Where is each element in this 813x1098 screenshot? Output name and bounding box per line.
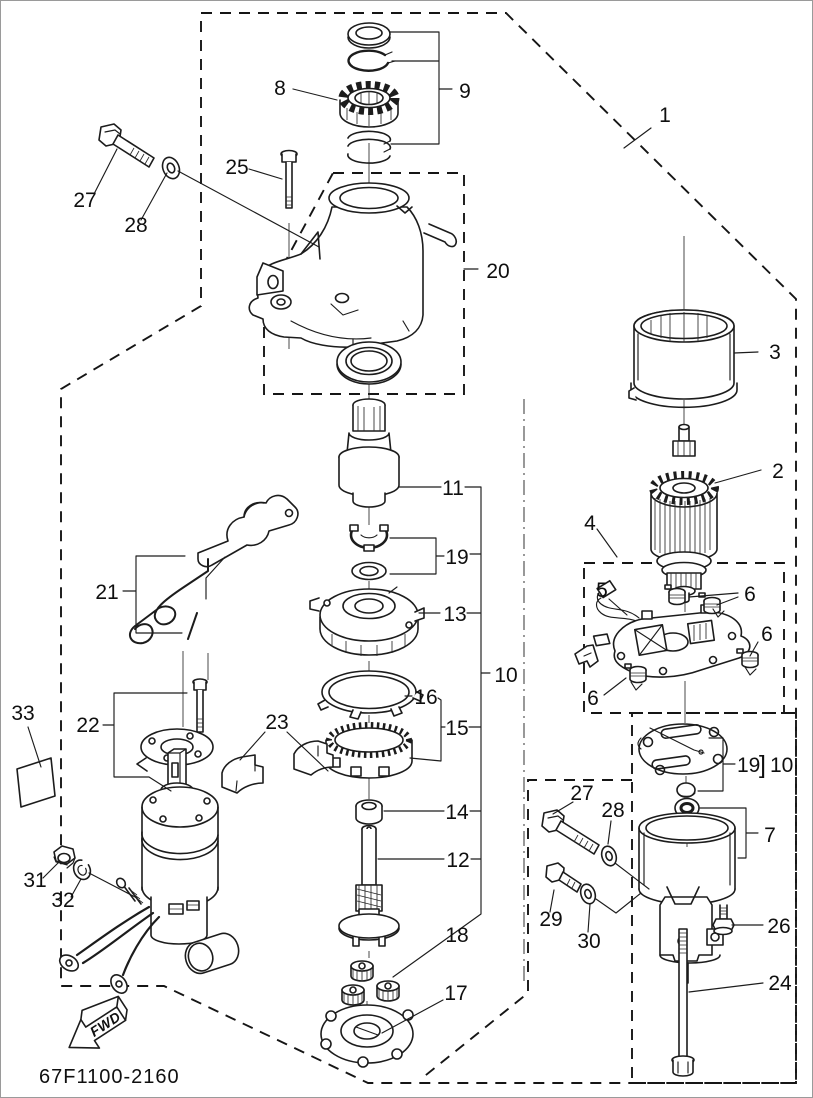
callout-4: 4 <box>584 512 596 535</box>
part-27-bolt-bottom <box>541 809 600 855</box>
callout-1: 1 <box>659 104 671 127</box>
callout-10b: 10 <box>770 754 793 777</box>
callout-14: 14 <box>445 801 469 824</box>
starter-motor-body <box>141 748 219 945</box>
rear-bracket-box <box>631 712 797 1084</box>
part-21-shift-lever <box>197 494 299 600</box>
part-23-wedges <box>221 740 334 794</box>
part-28-washer-bottom <box>600 845 618 867</box>
callout-9: 9 <box>459 80 471 103</box>
callout-13: 13 <box>443 603 466 626</box>
motor-wires <box>58 905 161 994</box>
callout-21: 21 <box>95 581 118 604</box>
callout-25: 25 <box>225 156 248 179</box>
part-27-bolt-top <box>98 123 155 168</box>
callout-labels: 1 2 3 4 5 6 6 6 7 8 9 10 11 12 13 14 15 … <box>11 77 793 1005</box>
part-30-washer <box>579 883 597 905</box>
center-lines <box>176 143 688 1007</box>
callout-3: 3 <box>769 341 781 364</box>
part-20-front-bracket <box>248 182 457 348</box>
part-8-pinion-gear <box>338 81 400 128</box>
drawing-code: 67F1100-2160 <box>39 1066 180 1088</box>
callout-11: 11 <box>442 477 464 500</box>
callout-19: 19 <box>445 546 468 569</box>
callout-31: 31 <box>23 869 46 892</box>
part-15-roller-cage <box>325 722 413 779</box>
callout-24: 24 <box>768 972 792 995</box>
part-31-nut <box>53 845 76 869</box>
part-19-e-clip <box>349 524 389 552</box>
callout-27b: 27 <box>570 782 593 805</box>
part-17-lock-plate <box>320 1004 414 1068</box>
fastener-box-27-30 <box>420 779 632 1080</box>
callout-32: 32 <box>51 889 74 912</box>
part-9-snap-ring <box>347 49 396 72</box>
callout-10: 10 <box>494 664 517 687</box>
part-22-flange-plate <box>136 728 214 772</box>
callout-22: 22 <box>76 714 99 737</box>
callout-6c: 6 <box>587 687 599 710</box>
part-11-drive-assembly <box>338 398 400 508</box>
callout-30: 30 <box>577 930 600 953</box>
part-20-bearing <box>336 341 402 385</box>
callout-bracket: ] <box>759 751 766 779</box>
part-29-bolt <box>545 862 582 893</box>
part-19-10-gasket <box>637 723 728 776</box>
part-25-bolt <box>280 149 298 209</box>
main-assembly-boundary <box>60 12 797 1084</box>
callout-28b: 28 <box>601 799 624 822</box>
part-16-clutch-ring <box>317 670 424 720</box>
callout-27a: 27 <box>73 189 96 212</box>
motor-terminal-stud <box>115 877 144 905</box>
callout-26: 26 <box>767 915 790 938</box>
part-26-bolt <box>712 904 735 936</box>
callout-12: 12 <box>446 849 469 872</box>
callout-20: 20 <box>486 260 509 283</box>
callout-8: 8 <box>274 77 286 100</box>
leader-lines <box>27 31 764 1034</box>
part-9-cap <box>347 22 391 49</box>
callout-23: 23 <box>265 711 288 734</box>
part-9-spring <box>347 130 392 164</box>
callout-17: 17 <box>444 982 467 1005</box>
callout-29: 29 <box>539 908 562 931</box>
part-6-brush-springs <box>624 584 759 691</box>
callout-6b: 6 <box>761 623 773 646</box>
callout-18: 18 <box>445 924 468 947</box>
part-4-brush-holder-plate <box>612 604 751 678</box>
rear-cap-plug <box>676 782 696 798</box>
callout-7: 7 <box>764 824 776 847</box>
part-2-armature <box>649 423 719 604</box>
callout-6a: 6 <box>744 583 756 606</box>
part-33-label-sticker <box>16 757 56 808</box>
part-14-stopper-cup <box>355 799 383 825</box>
part-12-pinion-shaft <box>338 824 400 947</box>
plate-notches <box>320 1009 414 1068</box>
part-32-lock-washer <box>72 859 92 881</box>
rubber-boot <box>184 932 240 975</box>
part-13-drive-lever-cover <box>309 586 425 656</box>
callout-5: 5 <box>596 579 608 602</box>
part-22-bolt <box>192 678 208 733</box>
part-24-through-bolt <box>671 928 695 1077</box>
callout-33: 33 <box>11 702 34 725</box>
part-5-brush-set <box>574 579 642 668</box>
part-28-washer-top <box>161 156 181 180</box>
part-3-starter-housing <box>628 309 738 409</box>
callout-28a: 28 <box>124 214 147 237</box>
fwd-arrow: FWD <box>68 995 128 1049</box>
part-21-spring <box>128 558 209 645</box>
callout-19b: 19 <box>737 754 760 777</box>
callout-15: 15 <box>445 717 468 740</box>
part-19-washer <box>351 561 387 581</box>
callout-2: 2 <box>772 460 784 483</box>
callout-16: 16 <box>414 686 437 709</box>
part-18-rollers <box>341 960 400 1006</box>
